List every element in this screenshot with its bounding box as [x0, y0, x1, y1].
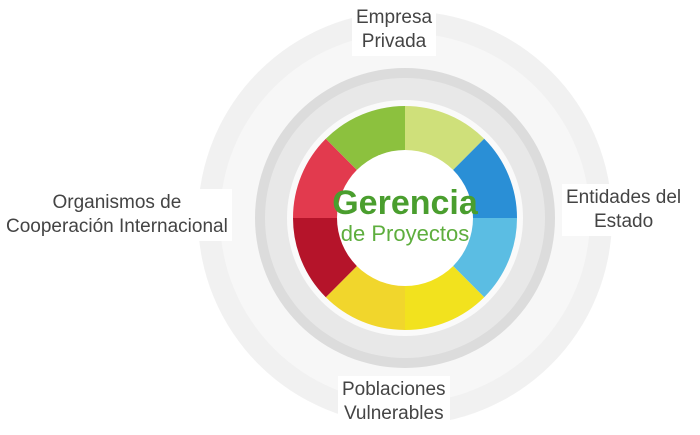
label-line: Privada [361, 31, 427, 52]
center-circle [337, 150, 473, 286]
label-empresa-privada: Empresa Privada [352, 4, 437, 56]
title-sub: de Proyectos [340, 221, 470, 246]
label-organismos-cooperacion: Organismos de Cooperación Internacional [2, 189, 232, 241]
label-poblaciones-vulnerables: Poblaciones Vulnerables [338, 376, 450, 428]
label-line: Organismos de [52, 192, 182, 213]
label-line: Vulnerables [343, 403, 444, 424]
title-main: Gerencia [332, 184, 478, 222]
label-line: Poblaciones [342, 379, 446, 400]
label-line: Entidades del [566, 187, 682, 208]
center-title: Gerencia de Proyectos [330, 185, 480, 247]
label-line: Cooperación Internacional [6, 216, 228, 237]
label-line: Estado [594, 211, 654, 232]
label-entidades-estado: Entidades del Estado [562, 184, 686, 236]
label-line: Empresa [356, 7, 433, 28]
